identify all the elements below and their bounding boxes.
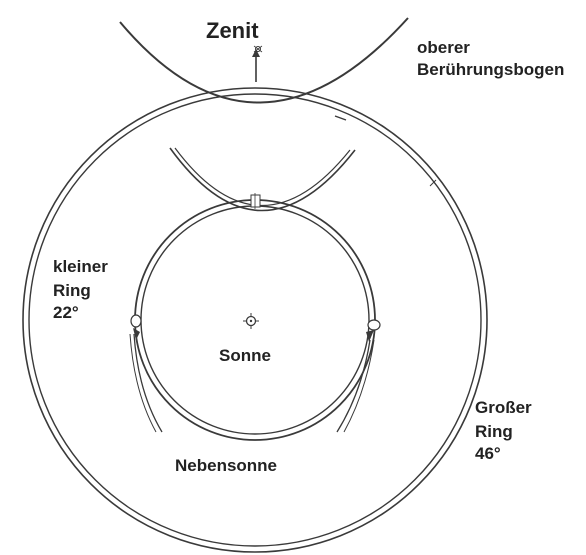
sundog-icon-left — [130, 314, 142, 340]
ring-mark — [334, 115, 347, 121]
small-ring-label-line1: kleiner — [53, 257, 108, 276]
zenith-marker-icon — [252, 45, 263, 82]
sun-label: Sonne — [219, 346, 271, 365]
small-upper-tangent-arc — [169, 147, 356, 212]
sundog-icon-right — [366, 319, 381, 342]
sundog-pointer-left — [133, 333, 163, 433]
sundog-pointer-right — [336, 339, 371, 433]
great-ring-46 — [22, 87, 488, 553]
sundog-label: Nebensonne — [175, 456, 278, 475]
small-ring-label-line3: 22° — [53, 303, 79, 322]
zenith-label: Zenit — [206, 18, 259, 43]
tangent-contact-icon — [250, 193, 261, 209]
upper-tangent-arc-label-line1: oberer — [417, 38, 470, 57]
ring-mark — [429, 179, 437, 187]
small-ring-label-line2: Ring — [53, 281, 91, 300]
great-ring-label-line2: Ring — [475, 422, 513, 441]
great-ring-label-line3: 46° — [475, 444, 501, 463]
upper-tangent-arc — [119, 17, 409, 104]
great-ring-label-line1: Großer — [475, 398, 532, 417]
sun-icon — [243, 313, 259, 329]
great-ring-46-inner — [28, 93, 482, 547]
upper-tangent-arc-label-line2: Berührungsbogen — [417, 60, 565, 79]
